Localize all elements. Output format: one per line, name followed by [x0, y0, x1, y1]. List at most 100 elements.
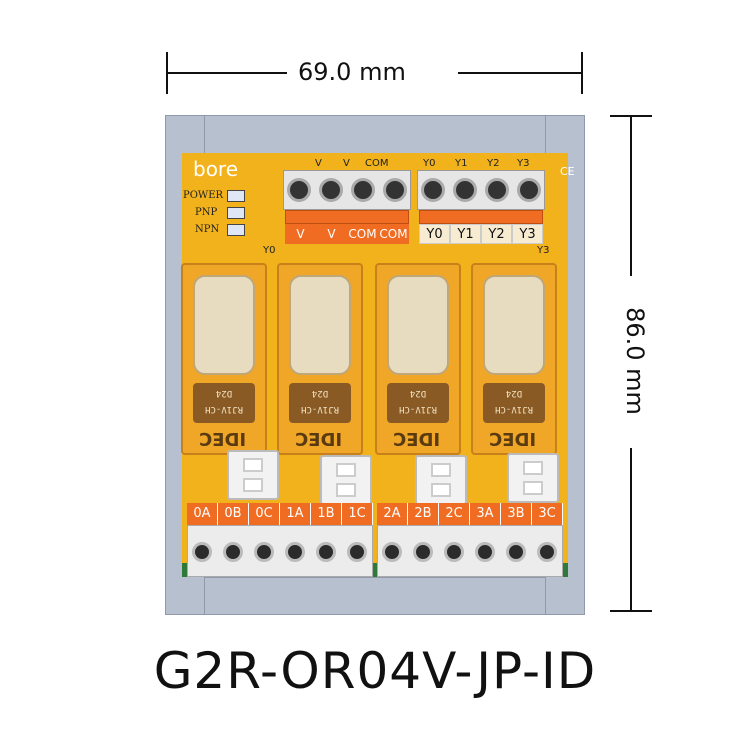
bottom-terminal-label: 1C — [342, 503, 373, 525]
silk-com: COM — [365, 158, 389, 169]
height-dim-tick-bottom — [610, 610, 652, 612]
relay-coil-label: D24 — [215, 388, 233, 398]
terminal-hole-icon[interactable] — [287, 178, 311, 202]
din-rail-bottom — [165, 577, 585, 615]
terminal-hole-icon[interactable] — [254, 542, 274, 562]
connector-socket[interactable] — [227, 450, 279, 500]
connector-socket[interactable] — [415, 455, 467, 505]
socket-pin-icon — [336, 463, 356, 477]
terminal-hole-icon[interactable] — [347, 542, 367, 562]
pnp-led-icon — [227, 207, 245, 219]
height-dim-line-top — [630, 116, 632, 276]
socket-pin-icon — [523, 461, 543, 475]
indicator-label-power: POWER — [183, 190, 224, 201]
silk-y3: Y3 — [517, 158, 530, 169]
relay-module-image: bore CE POWER PNP NPN V V COM Y0 Y1 Y2 Y… — [165, 115, 585, 615]
bottom-terminal-label: 3A — [470, 503, 501, 525]
bottom-terminal-label: 3C — [532, 503, 563, 525]
power-led-icon — [227, 190, 245, 202]
top-terminal-label: Y3 — [512, 224, 543, 244]
terminal-hole-icon[interactable] — [421, 178, 445, 202]
indicator-label-pnp: PNP — [195, 207, 218, 218]
terminal-hole-icon[interactable] — [453, 178, 477, 202]
terminal-hole-icon[interactable] — [285, 542, 305, 562]
relay-model-label: RJ1V-CH — [205, 404, 243, 414]
width-dimension-label: 69.0 mm — [298, 58, 406, 86]
socket-pin-icon — [243, 458, 263, 472]
relay-coil — [289, 383, 351, 423]
top-terminal-label: V — [316, 224, 347, 244]
relay-brand-label: IDEC — [489, 428, 537, 449]
silk-v-1: V — [315, 158, 322, 169]
relay-coil-label: D24 — [311, 388, 329, 398]
terminal-hole-icon[interactable] — [351, 178, 375, 202]
silk-v-2: V — [343, 158, 350, 169]
relay-4: D24 RJ1V-CH IDEC — [471, 263, 557, 455]
terminal-hole-icon[interactable] — [485, 178, 509, 202]
relay-coil — [483, 383, 545, 423]
indicator-label-npn: NPN — [195, 224, 220, 235]
relay-model-label: RJ1V-CH — [399, 404, 437, 414]
relay-2: D24 RJ1V-CH IDEC — [277, 263, 363, 455]
relay-brand-label: IDEC — [199, 428, 247, 449]
relay-3: D24 RJ1V-CH IDEC — [375, 263, 461, 455]
silk-y0: Y0 — [423, 158, 436, 169]
silk-relay-y0: Y0 — [263, 245, 276, 256]
terminal-hole-icon[interactable] — [537, 542, 557, 562]
bottom-terminal-label: 0C — [249, 503, 280, 525]
connector-socket[interactable] — [320, 455, 372, 505]
silk-y2: Y2 — [487, 158, 500, 169]
terminal-hole-icon[interactable] — [383, 178, 407, 202]
height-dimension-label: 86.0 mm — [620, 307, 649, 415]
terminal-hole-icon[interactable] — [517, 178, 541, 202]
top-terminal-label: V — [285, 224, 316, 244]
relay-model-label: RJ1V-CH — [301, 404, 339, 414]
socket-pin-icon — [431, 483, 451, 497]
relay-coil — [193, 383, 255, 423]
bottom-terminal-block-right — [377, 525, 563, 577]
bottom-terminal-label: 3B — [501, 503, 532, 525]
top-terminal-label: COM — [378, 224, 409, 244]
connector-socket[interactable] — [507, 453, 559, 503]
product-model-title: G2R-OR04V-JP-ID — [153, 642, 597, 700]
socket-pin-icon — [431, 463, 451, 477]
relay-dome — [483, 275, 545, 375]
socket-pin-icon — [523, 481, 543, 495]
ce-mark: CE — [560, 165, 575, 178]
silk-y1: Y1 — [455, 158, 468, 169]
bottom-terminal-block-left — [187, 525, 373, 577]
socket-pin-icon — [336, 483, 356, 497]
terminal-hole-icon[interactable] — [413, 542, 433, 562]
din-rail-top — [165, 115, 585, 155]
relay-1: D24 RJ1V-CH IDEC — [181, 263, 267, 455]
relay-coil-label: D24 — [409, 388, 427, 398]
relay-dome — [193, 275, 255, 375]
terminal-hole-icon[interactable] — [444, 542, 464, 562]
relay-coil-label: D24 — [505, 388, 523, 398]
bottom-terminal-label: 1A — [280, 503, 311, 525]
top-terminal-label: Y1 — [450, 224, 481, 244]
top-terminal-label: COM — [347, 224, 378, 244]
terminal-hole-icon[interactable] — [475, 542, 495, 562]
socket-pin-icon — [243, 478, 263, 492]
bottom-terminal-label: 0B — [218, 503, 249, 525]
relay-brand-label: IDEC — [295, 428, 343, 449]
bottom-terminal-label: 0A — [187, 503, 218, 525]
relay-coil — [387, 383, 449, 423]
width-dim-line-right — [458, 72, 582, 74]
terminal-hole-icon[interactable] — [506, 542, 526, 562]
top-terminal-label: Y2 — [481, 224, 512, 244]
npn-led-icon — [227, 224, 245, 236]
terminal-hole-icon[interactable] — [316, 542, 336, 562]
width-dim-line-left — [167, 72, 287, 74]
bottom-terminal-label: 2C — [439, 503, 470, 525]
terminal-hole-icon[interactable] — [319, 178, 343, 202]
top-terminal-label: Y0 — [419, 224, 450, 244]
terminal-hole-icon[interactable] — [223, 542, 243, 562]
height-dim-line-bottom — [630, 448, 632, 610]
top-lever-strip-left — [285, 210, 409, 224]
terminal-hole-icon[interactable] — [382, 542, 402, 562]
terminal-hole-icon[interactable] — [192, 542, 212, 562]
top-lever-strip-right — [419, 210, 543, 224]
relay-dome — [289, 275, 351, 375]
